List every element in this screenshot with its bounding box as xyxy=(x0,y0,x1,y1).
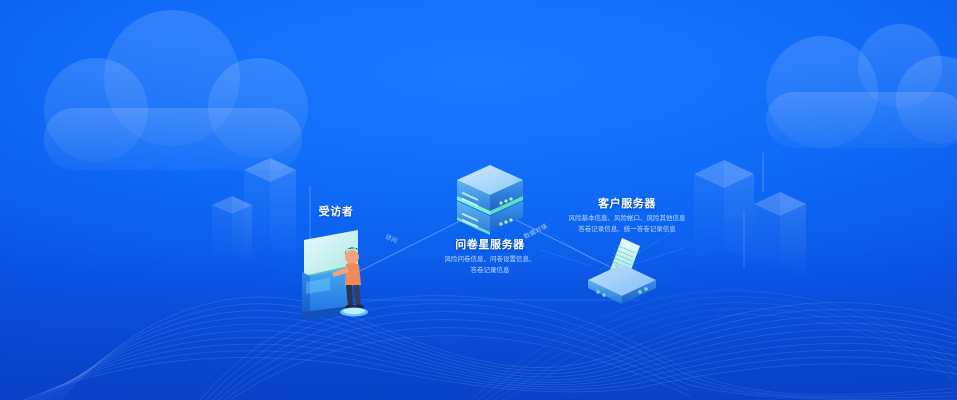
node-survey-server-subline-2: 答卷记录信息 xyxy=(470,266,510,274)
node-client-server[interactable]: 客户服务器 风险基本信息、风险帐口、风险其他信息 答卷记录信息、统一答卷记录信息 xyxy=(548,195,706,235)
node-client-server-subline-1: 风险基本信息、风险帐口、风险其他信息 xyxy=(568,215,686,222)
node-survey-server[interactable]: 问卷星服务器 风险问卷信息、问卷设置信息、 答卷记录信息 xyxy=(392,236,588,276)
node-survey-server-subline-1: 风险问卷信息、问卷设置信息、 xyxy=(444,256,536,263)
node-survey-server-subtitle: 风险问卷信息、问卷设置信息、 答卷记录信息 xyxy=(392,255,588,276)
node-client-server-title: 客户服务器 xyxy=(598,198,656,210)
cloud-right-icon xyxy=(766,24,957,148)
server-stack-icon xyxy=(457,165,523,235)
cloud-left-icon xyxy=(44,10,308,170)
node-survey-server-title: 问卷星服务器 xyxy=(455,239,525,251)
building-left-short-icon xyxy=(212,196,252,262)
building-right-mid-icon xyxy=(754,192,806,276)
node-visitor[interactable]: 受访者 xyxy=(268,203,404,219)
person-figure-icon xyxy=(332,247,368,317)
kiosk-touchscreen-person-icon xyxy=(302,230,368,320)
node-visitor-title: 受访者 xyxy=(318,206,354,218)
node-client-server-subline-2: 答卷记录信息、统一答卷记录信息 xyxy=(578,225,676,233)
node-client-server-subtitle: 风险基本信息、风险帐口、风险其他信息 答卷记录信息、统一答卷记录信息 xyxy=(548,214,706,235)
client-server-document-icon xyxy=(588,238,656,304)
